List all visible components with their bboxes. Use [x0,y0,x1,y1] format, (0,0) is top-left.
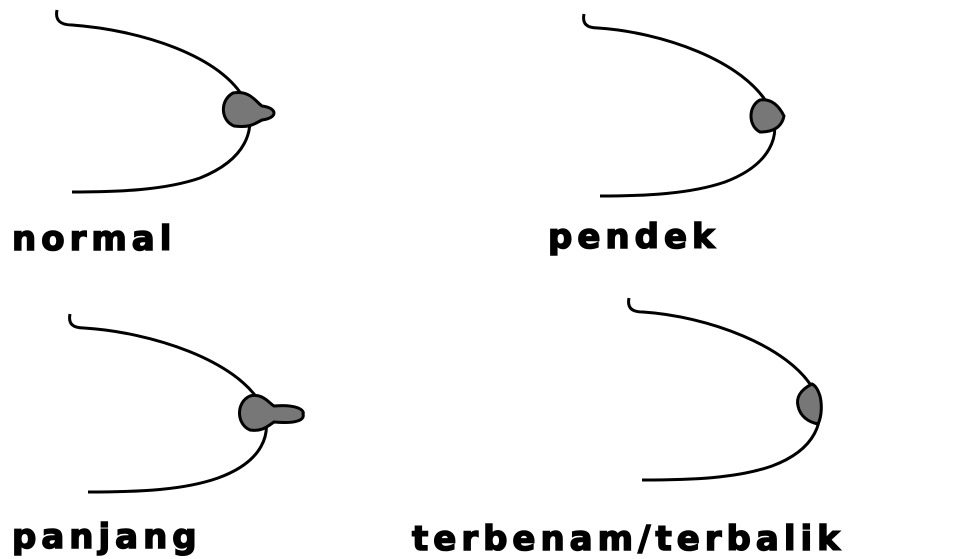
label-panjang: panjang [12,520,202,554]
panel-terbenam [629,298,822,480]
nipple-terbenam [798,384,822,424]
breast-outline-panjang [70,314,267,492]
label-terbenam: terbenam/terbalik [412,522,845,556]
label-normal: normal [12,222,176,256]
label-pendek: pendek [548,220,720,254]
panel-pendek [584,14,784,196]
panel-panjang [70,314,304,492]
nipple-normal [223,93,274,127]
nipple-panjang [240,395,304,430]
breast-outline-normal [57,10,250,192]
panel-normal [57,10,274,192]
nipple-pendek [751,100,784,132]
breast-outline-pendek [584,14,775,196]
breast-outline-terbenam [629,298,820,480]
